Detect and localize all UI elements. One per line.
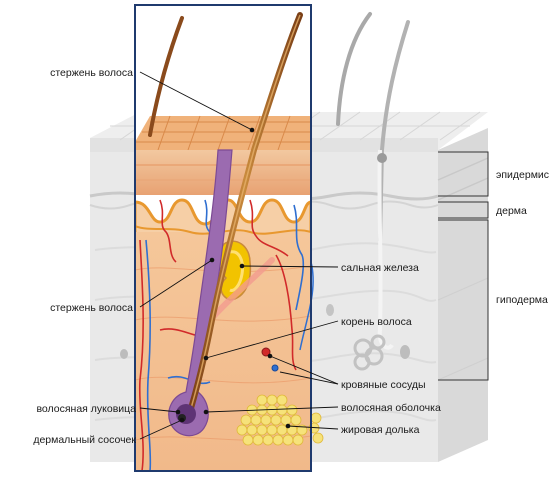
label-blood-vessels: кровяные сосуды: [341, 379, 426, 391]
label-hair-sheath: волосяная оболочка: [341, 402, 441, 414]
label-hair-bulb: волосяная луковица: [36, 403, 136, 415]
label-hair-root: корень волоса: [341, 316, 412, 328]
gray-sweat-gland: [353, 334, 386, 371]
cutaway-frame: [134, 4, 312, 472]
gray-hair-1: [336, 12, 372, 126]
vessel-artery-cross: [261, 347, 271, 357]
label-hair-shaft-top: стержень волоса: [50, 67, 133, 79]
gray-hair-2: [378, 20, 410, 242]
layer-brackets: [438, 151, 489, 381]
label-hair-shaft-left: стержень волоса: [50, 302, 133, 314]
label-sebaceous-gland: сальная железа: [341, 262, 419, 274]
vessel-vein-cross: [271, 364, 279, 372]
leader-lines: [139, 71, 339, 440]
label-hypodermis: гиподерма: [496, 294, 548, 306]
label-epidermis: эпидермис: [496, 169, 549, 181]
label-dermal-papilla: дермальный сосочек: [33, 434, 136, 446]
label-fat-lobule: жировая долька: [341, 424, 420, 436]
skin-side-face: [438, 128, 488, 462]
label-dermis: дерма: [496, 205, 527, 217]
cutaway-colored-section: [135, 5, 311, 471]
hair-shaft-left: [148, 16, 184, 137]
fat-lobule-cells: [236, 394, 308, 446]
